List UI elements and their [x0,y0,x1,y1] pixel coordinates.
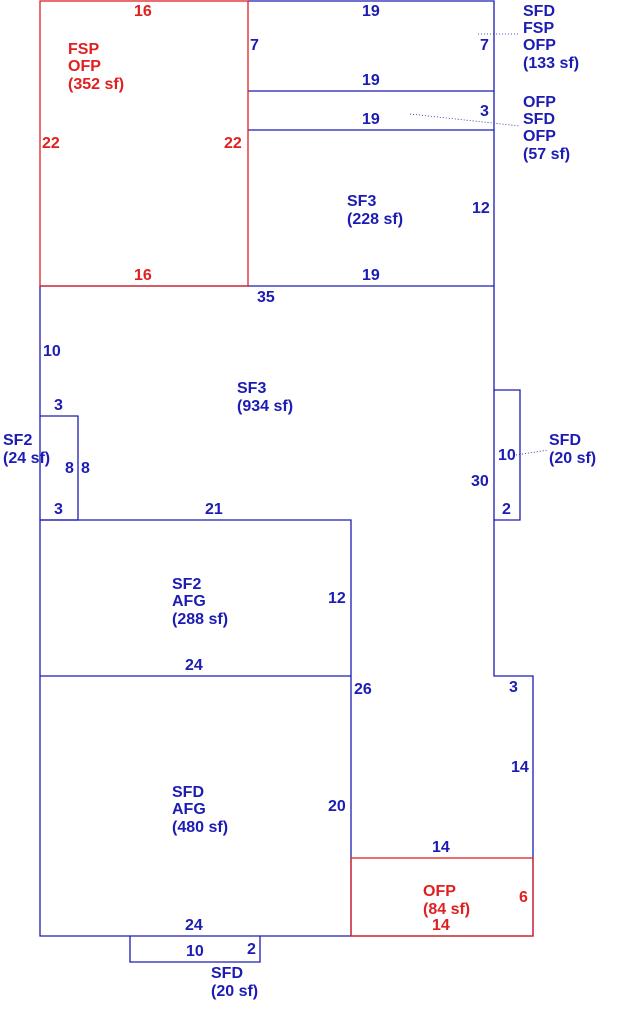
dim-right-small-10: 10 [498,447,516,464]
dim-133-left: 7 [250,37,259,54]
area-sf2-afg-line2: AFG [172,593,206,610]
dim-bottom-small-10: 10 [186,943,204,960]
area-strip: OFP SFD OFP (57 sf) [523,94,570,163]
dim-133-top: 19 [362,3,380,20]
area-strip-line3: OFP [523,128,556,145]
dimension-labels: 16 22 22 16 19 7 7 19 3 19 12 19 35 10 3… [42,3,529,960]
area-sf2-left-line1: SF2 [3,432,32,449]
afg288-outline [40,519,352,936]
area-sfd-afg-line1: SFD [172,784,204,801]
dim-480-bottom: 24 [185,917,203,934]
area-fsp-line3: (352 sf) [68,76,124,93]
area-sfd-bottom-line2: (20 sf) [211,983,258,1000]
dim-mid-21: 21 [205,501,223,518]
area-sf2-left: SF2 (24 sf) [3,432,50,467]
area-fsp: FSP OFP (352 sf) [68,41,124,93]
area-sfd-afg-line2: AFG [172,801,206,818]
dim-step-3: 3 [509,679,518,696]
area-sf3-main-line1: SF3 [237,380,266,397]
dim-fsp-top: 16 [134,3,152,20]
leader-57 [409,113,521,127]
area-ofp-bottom-line1: OFP [423,883,456,900]
dim-notch-top: 3 [54,397,63,414]
area-sf2-afg: SF2 AFG (288 sf) [172,576,228,628]
dim-57-bottom: 19 [362,111,380,128]
dim-main-left: 10 [43,343,61,360]
dim-fsp-right: 22 [224,135,242,152]
dim-84-top: 14 [432,839,450,856]
area-fsp-line1: FSP [68,41,99,58]
area-sf3-small-line2: (228 sf) [347,211,403,228]
dim-notch-left: 8 [65,460,74,477]
dim-84-bottom: 14 [432,917,450,934]
dim-228-right: 12 [472,200,490,217]
dim-step-14: 14 [511,759,529,776]
area-sf3-small: SF3 (228 sf) [347,193,403,228]
dim-133-bottom: 19 [362,72,380,89]
area-sf3-small-line1: SF3 [347,193,376,210]
dim-fsp-left: 22 [42,135,60,152]
dim-288-bottom: 24 [185,657,203,674]
dim-right-small-2: 2 [502,501,511,518]
room-133-outline [248,0,495,286]
area-sfd-afg-line3: (480 sf) [172,819,228,836]
area-sfd-bottom-line1: SFD [211,965,243,982]
area-top-right-line1: SFD [523,3,555,20]
dim-84-right: 6 [519,889,528,906]
area-sfd-right-line1: SFD [549,432,581,449]
area-ofp-bottom-line2: (84 sf) [423,901,470,918]
outlines [39,0,534,963]
ofp84-outline [350,857,534,937]
area-sf2-left-line2: (24 sf) [3,450,50,467]
area-strip-line2: SFD [523,111,555,128]
area-ofp-bottom: OFP (84 sf) [423,883,470,918]
dim-57-right: 3 [480,103,489,120]
area-sf2-afg-line3: (288 sf) [172,611,228,628]
area-sfd-bottom: SFD (20 sf) [211,965,258,1000]
dim-bottom-small-2: 2 [247,941,256,958]
area-sf2-afg-line1: SF2 [172,576,201,593]
area-sf3-main: SF3 (934 sf) [237,380,293,415]
dim-fsp-bottom: 16 [134,267,152,284]
area-top-right-line3: OFP [523,37,556,54]
dim-notch-right: 8 [81,460,90,477]
fsp-outline [39,0,249,287]
main-outline [39,286,534,963]
dim-seg-26: 26 [354,681,372,698]
leader-right-small [515,449,549,456]
area-top-right: SFD FSP OFP (133 sf) [523,3,579,72]
dim-main-right: 30 [471,473,489,490]
area-labels: FSP OFP (352 sf) SFD FSP OFP (133 sf) OF… [3,3,596,1000]
dim-133-right: 7 [480,37,489,54]
area-sfd-afg: SFD AFG (480 sf) [172,784,228,836]
area-strip-line4: (57 sf) [523,146,570,163]
dim-228-bottom: 19 [362,267,380,284]
dim-288-right: 12 [328,590,346,607]
area-top-right-line4: (133 sf) [523,55,579,72]
dim-480-right: 20 [328,798,346,815]
area-sfd-right-line2: (20 sf) [549,450,596,467]
dim-notch-bottom: 3 [54,501,63,518]
area-sf3-main-line2: (934 sf) [237,398,293,415]
leader-lines [409,33,549,456]
area-top-right-line2: FSP [523,20,554,37]
area-fsp-line2: OFP [68,58,101,75]
area-sfd-right: SFD (20 sf) [549,432,596,467]
dim-main-top: 35 [257,289,275,306]
area-strip-line1: OFP [523,94,556,111]
